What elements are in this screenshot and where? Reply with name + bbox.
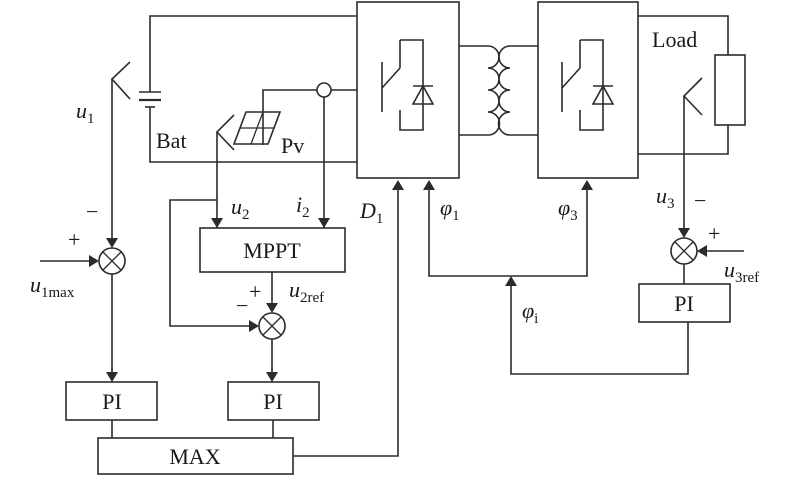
u2-label: u2: [231, 194, 250, 223]
mppt-block: MPPT: [199, 227, 346, 273]
battery-label: Bat: [156, 128, 187, 153]
load-label: Load: [652, 27, 697, 52]
u2ref-label: u2ref: [289, 277, 324, 306]
pi-label-2: PI: [263, 389, 283, 414]
load-resistor: [714, 54, 746, 126]
u3-sensor-probe: [682, 77, 703, 228]
signal-wiring: [40, 188, 744, 457]
minus-sign-u3: −: [694, 188, 706, 213]
sum-junction-u3: [670, 237, 698, 265]
pi-block-1: PI: [65, 381, 158, 421]
pv-label: Pv: [281, 133, 304, 158]
u1-label: u1: [76, 98, 95, 127]
arrowheads: [89, 180, 707, 382]
plus-sign-u1max: +: [68, 227, 80, 252]
d1-label: D1: [359, 198, 383, 227]
u3ref-label: u3ref: [724, 257, 759, 286]
minus-sign-u2: −: [236, 293, 248, 318]
plus-sign-u3ref: +: [708, 221, 720, 246]
max-block: MAX: [97, 437, 294, 475]
plus-sign-u2ref: +: [249, 279, 261, 304]
pi-block-3: PI: [638, 283, 731, 323]
phii-label: φi: [522, 298, 538, 327]
max-label: MAX: [169, 444, 220, 469]
battery-symbol: [139, 91, 161, 108]
u1-sensor-probe: [110, 61, 131, 238]
pv-panel-icon: [232, 111, 282, 145]
pi-label-1: PI: [102, 389, 122, 414]
pi-label-3: PI: [674, 291, 694, 316]
phi1-label: φ1: [440, 195, 460, 224]
minus-sign-u1: −: [86, 199, 98, 224]
pi-block-2: PI: [227, 381, 320, 421]
converter-1: [356, 1, 460, 179]
i2-current-sensor: [316, 82, 332, 228]
phi3-label: φ3: [558, 195, 578, 224]
u2-sensor-probe: [215, 114, 235, 228]
mppt-label: MPPT: [243, 238, 301, 263]
i2-label: i2: [296, 192, 310, 221]
u3-label: u3: [656, 183, 675, 212]
sum-junction-u1: [98, 247, 126, 275]
sum-junction-u2: [258, 312, 286, 340]
u1max-label: u1max: [30, 272, 75, 301]
converter-2: [537, 1, 639, 179]
power-wiring: [149, 15, 729, 163]
transformer: [487, 45, 511, 136]
